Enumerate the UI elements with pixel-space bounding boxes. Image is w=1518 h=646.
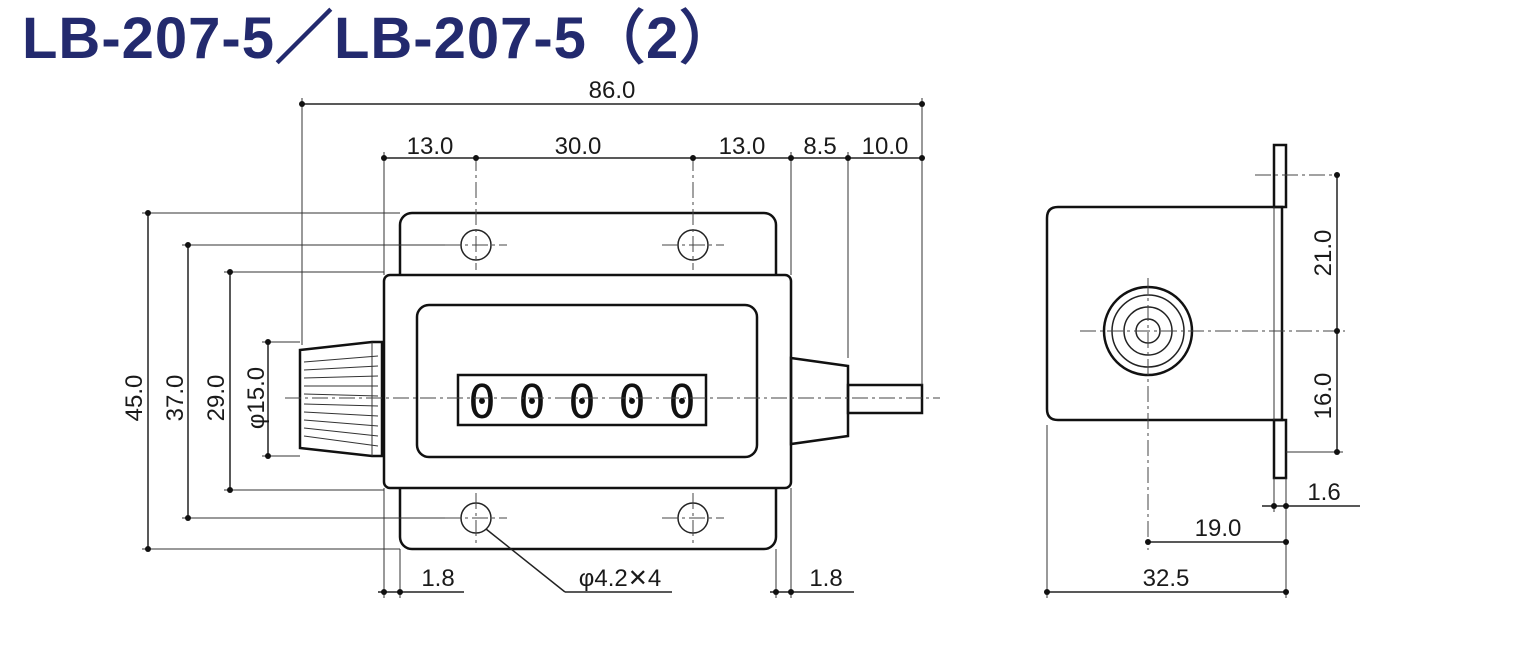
dim-side-vertical: 21.0 16.0 [1286,172,1343,455]
dim-37-label: 37.0 [162,375,189,422]
dim-29-label: 29.0 [203,375,230,422]
digit-1: 0 [468,375,496,429]
dim-10: 10.0 [862,133,909,160]
dim-1-6-label: 1.6 [1307,479,1340,506]
actuator-lever [789,356,924,446]
dim-8-5: 8.5 [803,133,836,160]
digit-4: 0 [618,375,646,429]
dim-45: 45.0 [121,210,400,552]
side-body [1045,205,1284,422]
side-view: 21.0 16.0 1.6 19.0 32.5 [1044,143,1360,598]
dim-30: 30.0 [555,133,602,160]
dim-axis-offset: 19.0 [1145,512,1289,548]
dim-86: 86.0 [589,77,636,104]
reset-knob [298,340,384,458]
dim-21-label: 21.0 [1310,230,1337,277]
dim-16-label: 16.0 [1310,373,1337,420]
dim-1-8-left-label: 1.8 [421,565,454,592]
dim-flange-thickness: 1.6 [1262,478,1360,512]
digit-display [456,373,708,427]
dim-overall-width: 86.0 [299,77,925,385]
dim-13-left: 13.0 [407,133,454,160]
digit-3: 0 [568,375,596,429]
counter-window [415,303,759,459]
dim-1-8-right: 1.8 [770,488,854,598]
dim-phi15-label: φ15.0 [243,367,270,429]
dim-1-8-left: 1.8 [378,488,464,598]
dim-phi15: φ15.0 [243,339,300,459]
dim-19-label: 19.0 [1195,515,1242,542]
dim-13-right: 13.0 [719,133,766,160]
dim-top-row: 13.0 30.0 13.0 8.5 10.0 [381,133,925,358]
side-flange-top [1272,143,1288,209]
dim-37: 37.0 [162,242,445,521]
digit-2: 0 [518,375,546,429]
dim-29: 29.0 [203,269,384,493]
side-flange-bottom [1272,418,1288,480]
drawing-title: LB-207-5／LB-207-5（2） [22,6,739,71]
mounting-hole-bottom-left [445,493,507,545]
mounting-hole-bottom-right [662,493,724,545]
mounting-hole-top-left [445,155,507,270]
hole-callout: φ4.2✕4 [485,528,672,593]
dim-depth: 32.5 [1044,425,1289,598]
dim-32-5-label: 32.5 [1143,565,1190,592]
dim-1-8-right-label: 1.8 [809,565,842,592]
hole-callout-label: φ4.2✕4 [579,565,661,592]
dim-45-label: 45.0 [121,375,148,422]
mounting-hole-top-right [662,155,724,270]
front-view: 0 0 0 0 0 [121,77,940,598]
digit-5: 0 [668,375,696,429]
